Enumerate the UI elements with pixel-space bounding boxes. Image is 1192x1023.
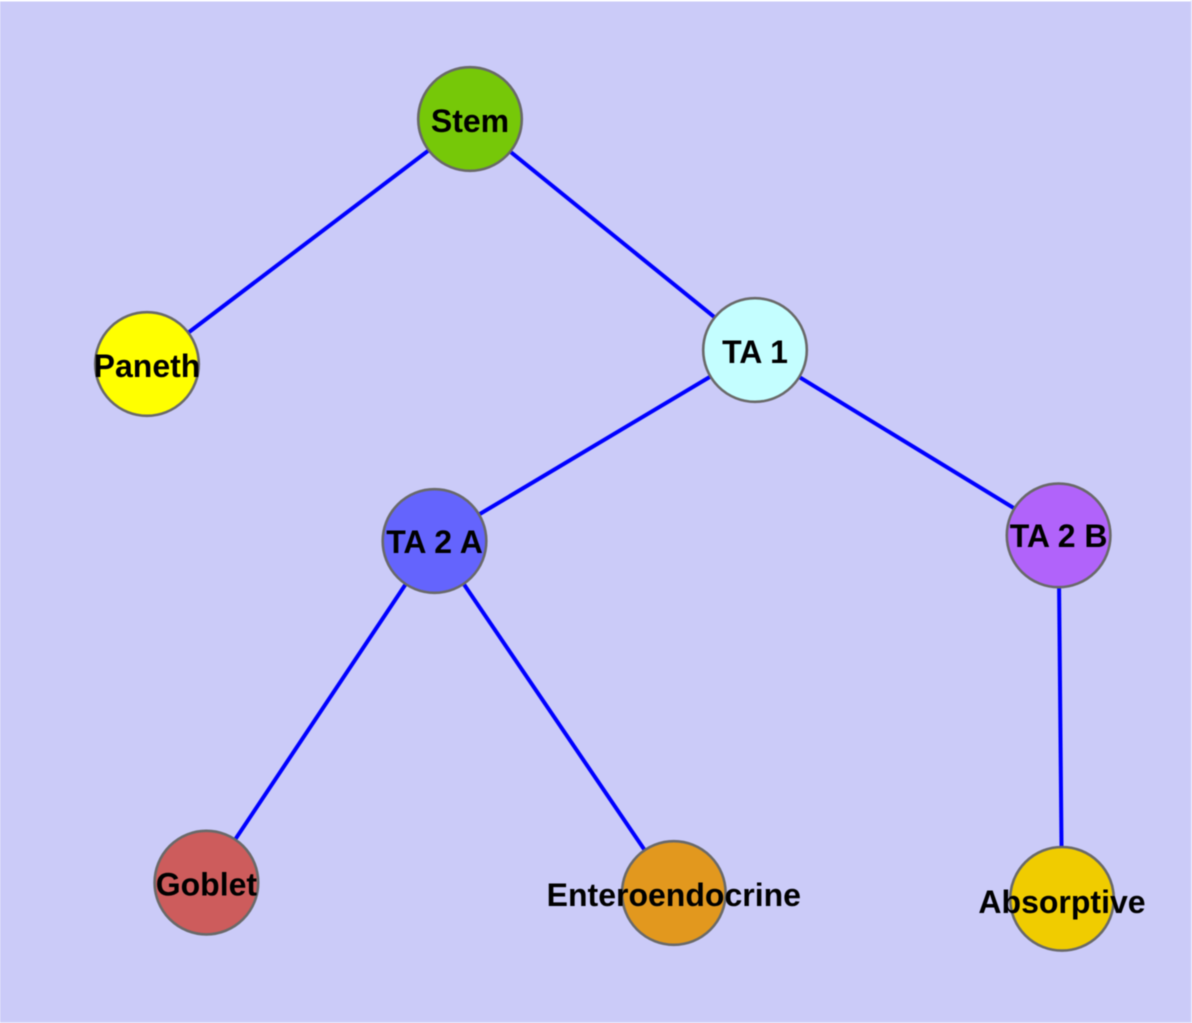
- svg-text:Paneth: Paneth: [94, 348, 201, 384]
- svg-text:TA 1: TA 1: [722, 334, 788, 370]
- svg-text:Absorptive: Absorptive: [978, 884, 1145, 920]
- svg-text:Enteroendocrine: Enteroendocrine: [547, 877, 801, 913]
- svg-text:TA 2 B: TA 2 B: [1010, 518, 1108, 554]
- svg-text:TA 2 A: TA 2 A: [386, 524, 483, 560]
- svg-text:Stem: Stem: [431, 103, 509, 139]
- svg-text:Goblet: Goblet: [156, 867, 258, 903]
